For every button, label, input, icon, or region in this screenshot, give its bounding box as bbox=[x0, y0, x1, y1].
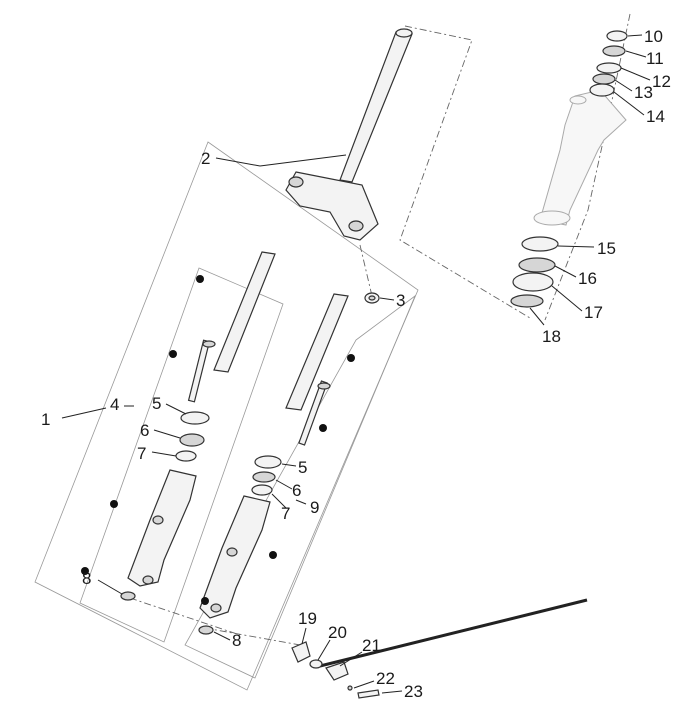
callout-5-left: 5 bbox=[152, 394, 161, 413]
leader-lines bbox=[61, 34, 651, 694]
bracket-19 bbox=[291, 641, 311, 663]
bearing-cup-14 bbox=[589, 83, 615, 97]
right-snap-ring bbox=[251, 484, 273, 496]
callout-7-left: 7 bbox=[137, 444, 146, 463]
ring-nut-10 bbox=[606, 30, 628, 42]
right-dust-seal bbox=[254, 455, 282, 469]
clamp-21 bbox=[325, 661, 349, 681]
callout-7-right: 7 bbox=[281, 504, 290, 523]
washer-22 bbox=[347, 685, 353, 691]
right-damper-rod bbox=[298, 380, 331, 446]
callout-12: 12 bbox=[652, 72, 671, 91]
spacer-20 bbox=[309, 659, 323, 669]
callout-14: 14 bbox=[646, 107, 665, 126]
callout-21: 21 bbox=[362, 636, 381, 655]
callout-15: 15 bbox=[597, 239, 616, 258]
left-damper-rod bbox=[187, 339, 216, 403]
callout-16: 16 bbox=[578, 269, 597, 288]
callout-6-left: 6 bbox=[140, 421, 149, 440]
callout-1: 1 bbox=[41, 410, 50, 429]
right-fork-tube bbox=[285, 293, 349, 411]
axle-line bbox=[204, 627, 301, 646]
callout-13: 13 bbox=[634, 83, 653, 102]
nut-part bbox=[364, 292, 380, 304]
callout-8-left: 8 bbox=[82, 569, 91, 588]
callout-6-right: 6 bbox=[292, 481, 301, 500]
callout-19: 19 bbox=[298, 609, 317, 628]
washer-11 bbox=[602, 45, 626, 57]
stem-to-bearing-line bbox=[544, 13, 631, 321]
steering-stem-part bbox=[285, 28, 413, 241]
ghost-steering-stem bbox=[533, 89, 627, 226]
steering-stem-assembly-line bbox=[399, 25, 531, 319]
right-lower-leg bbox=[199, 495, 271, 619]
left-lower-leg bbox=[127, 469, 197, 587]
seal-18 bbox=[510, 294, 544, 308]
seal-13 bbox=[592, 73, 616, 85]
callout-18: 18 bbox=[542, 327, 561, 346]
callout-20: 20 bbox=[328, 623, 347, 642]
callout-2: 2 bbox=[201, 149, 210, 168]
left-snap-ring bbox=[175, 450, 197, 462]
callout-23: 23 bbox=[404, 682, 423, 701]
clamp-bolt-line bbox=[359, 244, 373, 297]
callout-3: 3 bbox=[396, 291, 405, 310]
left-fork-tube bbox=[213, 251, 276, 373]
left-axle-line bbox=[129, 597, 241, 636]
callout-17: 17 bbox=[584, 303, 603, 322]
bearing-cone-15 bbox=[521, 236, 559, 252]
callout-8-right: 8 bbox=[232, 631, 241, 650]
right-bush bbox=[198, 625, 214, 635]
ring-nut-12 bbox=[596, 62, 622, 74]
right-oil-seal bbox=[252, 471, 276, 483]
left-oil-seal bbox=[179, 433, 205, 447]
callout-9: 9 bbox=[310, 498, 319, 517]
left-dust-seal bbox=[180, 411, 210, 425]
callout-22: 22 bbox=[376, 669, 395, 688]
bearing-cup-17 bbox=[512, 272, 554, 292]
callout-10: 10 bbox=[644, 27, 663, 46]
left-bush bbox=[120, 591, 136, 601]
callout-4: 4 bbox=[110, 395, 119, 414]
fork-assembly-frame bbox=[34, 141, 419, 691]
screw-23 bbox=[357, 689, 380, 699]
ball-bearing-16 bbox=[518, 257, 556, 273]
callout-5-right: 5 bbox=[298, 458, 307, 477]
fixing-markers bbox=[81, 275, 355, 605]
callout-11: 11 bbox=[646, 49, 664, 68]
wheel-axle bbox=[319, 598, 588, 668]
